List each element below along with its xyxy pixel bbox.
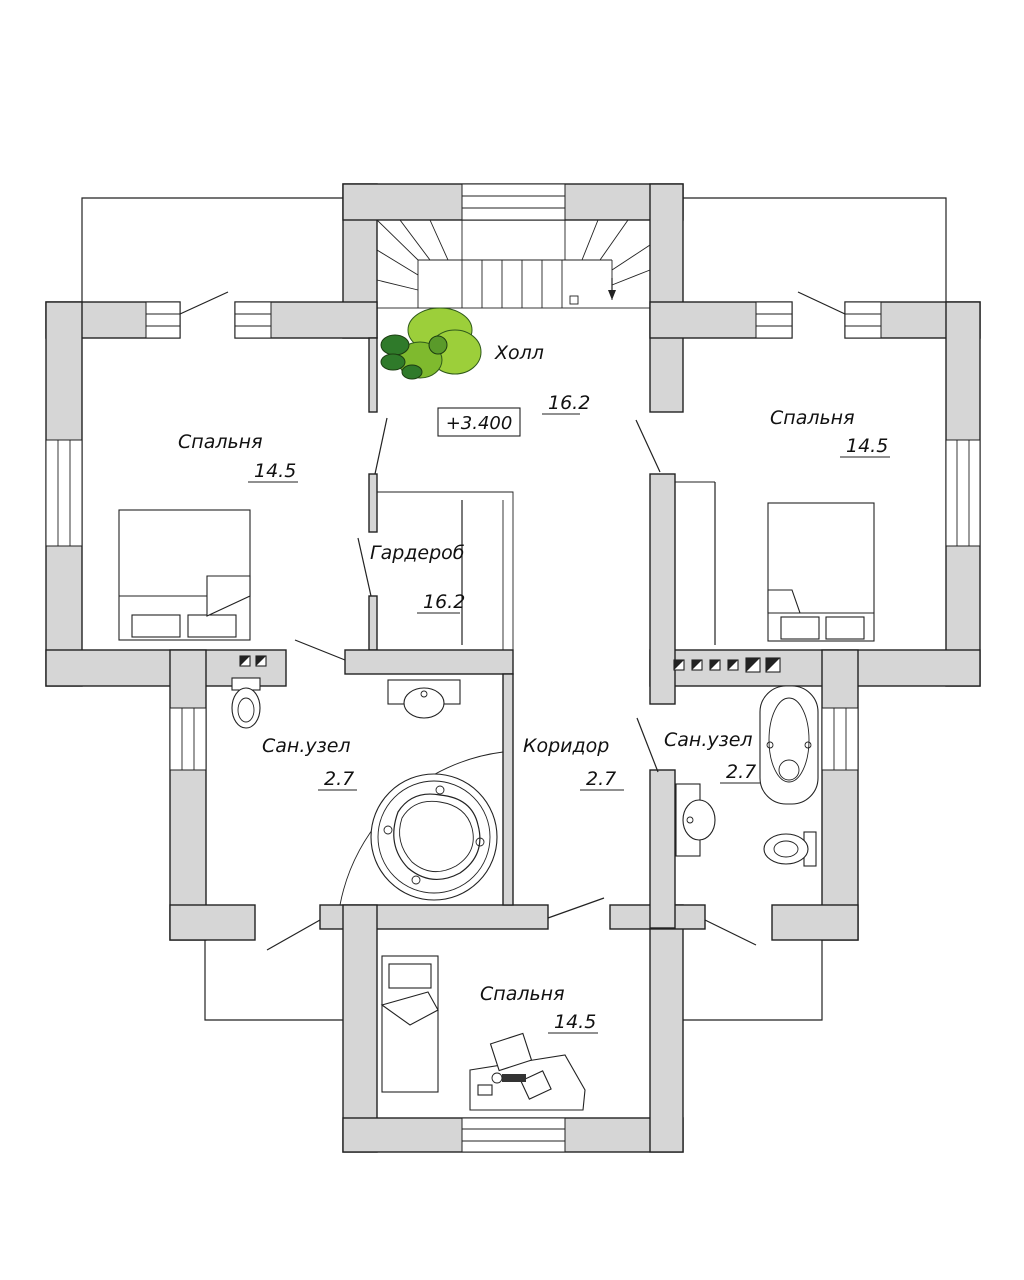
room-area-wardrobe: 16.2	[423, 591, 465, 613]
bed-single	[380, 955, 439, 1093]
sink-right-icon	[675, 783, 716, 857]
room-area-hall: 16.2	[548, 392, 590, 414]
room-area-corridor: 2.7	[586, 768, 616, 790]
level-mark-text: +3.400	[446, 413, 513, 434]
bathtub-right-icon	[759, 685, 819, 805]
desk	[469, 1032, 586, 1111]
room-name-wardrobe: Гардероб	[370, 542, 465, 564]
bed-right	[767, 502, 875, 642]
room-name-bathroom-left: Сан.узел	[262, 735, 351, 757]
staircase	[376, 219, 651, 309]
room-name-bedroom-right: Спальня	[770, 407, 855, 429]
wardrobe-partition	[377, 481, 716, 650]
room-name-corridor: Коридор	[523, 735, 609, 757]
room-area-bedroom-left: 14.5	[254, 460, 296, 482]
plant-icon	[380, 307, 482, 380]
sink-left-icon	[387, 679, 461, 719]
round-bathtub-icon	[370, 773, 498, 901]
room-name-hall: Холл	[494, 342, 544, 364]
room-area-bathroom-right: 2.7	[726, 761, 756, 783]
toilet-right-icon	[763, 831, 817, 867]
room-labels: Холл 16.2 Спальня 14.5 Спальня 14.5 Гард…	[178, 342, 890, 1034]
terraces	[81, 197, 947, 1021]
level-mark: +3.400	[437, 407, 521, 437]
windows	[45, 183, 981, 1153]
vent-shafts	[239, 655, 781, 673]
room-name-bedroom-left: Спальня	[178, 431, 263, 453]
room-name-bedroom-bottom: Спальня	[480, 983, 565, 1005]
doors	[179, 291, 846, 951]
toilet-left-icon	[231, 677, 261, 729]
room-area-bedroom-right: 14.5	[846, 435, 888, 457]
walls	[45, 183, 981, 1153]
bed-left	[118, 509, 251, 641]
room-area-bathroom-left: 2.7	[324, 768, 354, 790]
room-area-bedroom-bottom: 14.5	[554, 1011, 596, 1033]
room-name-bathroom-right: Сан.узел	[664, 729, 753, 751]
